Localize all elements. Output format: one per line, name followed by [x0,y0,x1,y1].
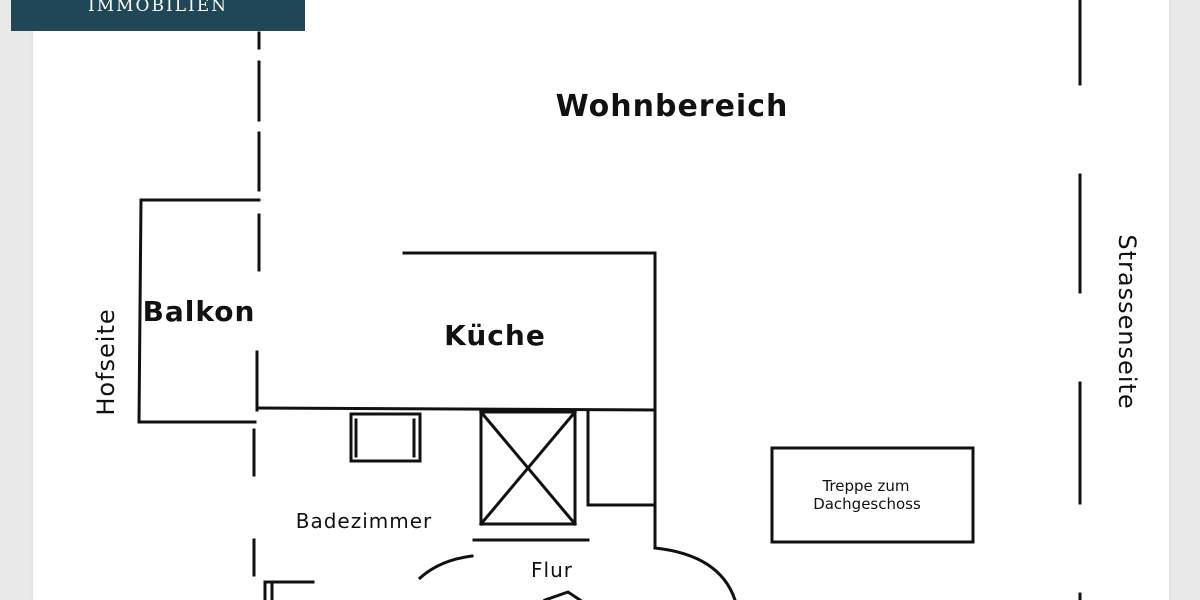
label-bathroom: Badezimmer [296,509,433,533]
floorplan-sheet [33,0,1169,600]
label-balcony: Balkon [143,295,256,328]
logo-text: IMMOBILIEN [88,0,228,16]
company-logo: IMMOBILIEN [11,0,305,31]
label-hallway: Flur [531,558,573,582]
door-arcs [417,546,737,600]
label-courtyard-side: Hofseite [92,308,120,415]
label-living-area: Wohnbereich [556,89,789,124]
closet [586,408,657,507]
label-stairs-line1: Treppe zum [821,477,909,495]
label-kitchen: Küche [444,319,546,352]
label-street-side: Strassenseite [1113,234,1141,409]
label-stairs-line2: Dachgeschoss [813,495,921,513]
balcony-walls [137,198,261,477]
shaft-cross [472,409,590,542]
bathroom-wall [252,538,315,600]
bathroom-sink [349,412,422,463]
staircase-box [770,446,975,544]
